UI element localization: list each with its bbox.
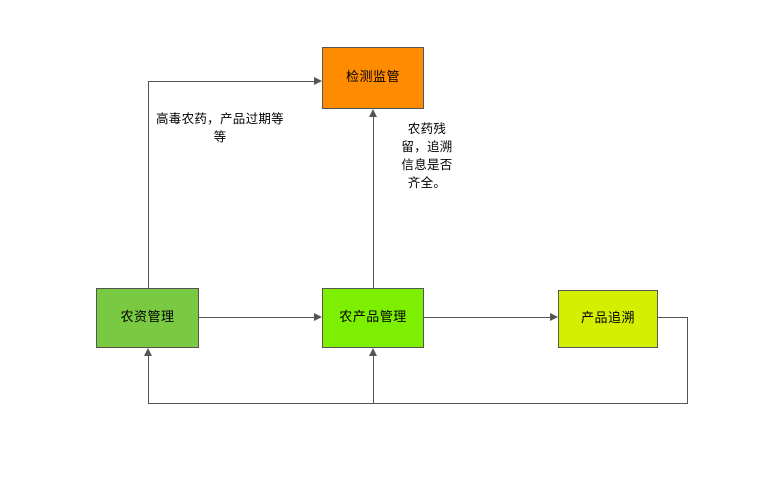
edge-traceability-feedback-down xyxy=(687,317,688,404)
edge-feedback-riser-agri-product xyxy=(373,356,374,404)
edge-label-toxic-pesticide: 高毒农药，产品过期等等 xyxy=(155,111,284,145)
arrowhead-into-agri-product-left xyxy=(314,312,322,321)
arrowhead-into-traceability-left xyxy=(550,312,558,321)
node-traceability[interactable]: 产品追溯 xyxy=(558,290,658,348)
edge-traceability-feedback-out xyxy=(658,317,688,318)
edge-agri-input-to-agri-product xyxy=(199,317,314,318)
edge-agri-product-to-traceability xyxy=(424,317,550,318)
arrowhead-into-agri-product-bottom xyxy=(368,348,377,356)
arrowhead-into-agri-input-bottom xyxy=(143,348,152,356)
edge-feedback-riser-agri-input xyxy=(148,356,149,404)
edge-agri-product-to-monitor-vertical xyxy=(373,117,374,288)
edge-agri-input-to-monitor-horizontal xyxy=(148,81,314,82)
edge-agri-input-to-monitor-vertical xyxy=(148,81,149,288)
arrowhead-into-monitor-left xyxy=(314,76,322,85)
node-agri-product[interactable]: 农产品管理 xyxy=(322,288,424,348)
edge-feedback-bus-horizontal xyxy=(148,403,688,404)
node-monitor[interactable]: 检测监管 xyxy=(322,47,424,109)
node-agri-input[interactable]: 农资管理 xyxy=(96,288,199,348)
edge-label-pesticide-residue: 农药残留，追溯信息是否齐全。 xyxy=(401,121,453,191)
arrowhead-into-monitor-bottom xyxy=(368,109,377,117)
